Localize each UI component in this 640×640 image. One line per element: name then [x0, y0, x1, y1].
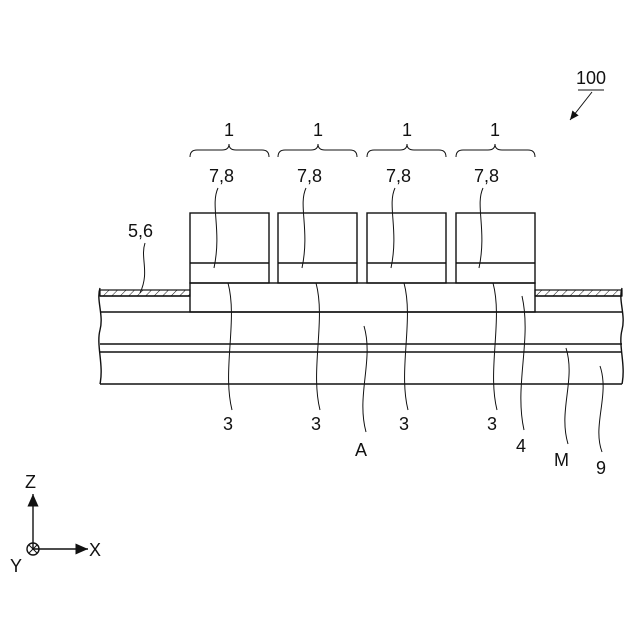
unit-block-3 [367, 213, 446, 283]
brace-4 [456, 144, 535, 157]
reference-arrow [570, 92, 592, 120]
label-3b: 3 [311, 414, 321, 434]
axis-label-x: X [89, 540, 101, 560]
hatched-layer-left [100, 290, 190, 296]
unit-sublabel-7-8a: 7,8 [209, 166, 234, 186]
leader-3d [493, 283, 497, 410]
leader-9 [599, 366, 603, 452]
unit-sublabel-7-8c: 7,8 [386, 166, 411, 186]
unit-label-1b: 1 [313, 120, 323, 140]
label-3a: 3 [223, 414, 233, 434]
brace-3 [367, 144, 446, 157]
label-3c: 3 [399, 414, 409, 434]
leader-M [565, 348, 569, 444]
substrate-right-break [621, 288, 623, 384]
unit-block-1 [190, 213, 269, 283]
unit-block-4 [456, 213, 535, 283]
unit-braces [190, 144, 535, 157]
brace-2 [278, 144, 357, 157]
leader-7-8a [214, 188, 218, 268]
hatched-layer-right [535, 290, 622, 296]
leader-3a [228, 283, 232, 410]
axis-label-y: Y [10, 556, 22, 576]
layer-label-5-6: 5,6 [128, 221, 153, 241]
unit-sublabel-7-8b: 7,8 [297, 166, 322, 186]
unit-block-2 [278, 213, 357, 283]
leader-3b [316, 283, 320, 410]
label-M: M [554, 450, 569, 470]
axis-label-z: Z [25, 472, 36, 492]
label-4: 4 [516, 436, 526, 456]
brace-1 [190, 144, 269, 157]
unit-sublabel-7-8d: 7,8 [474, 166, 499, 186]
leader-7-8b [302, 188, 306, 268]
leader-A [363, 326, 367, 432]
reference-label-100: 100 [576, 68, 606, 88]
coordinate-axes: Z X Y [10, 472, 101, 576]
leader-5-6 [140, 243, 145, 293]
unit-blocks [190, 213, 535, 283]
substrate-left-break [99, 288, 101, 384]
leader-4 [521, 296, 525, 430]
label-3d: 3 [487, 414, 497, 434]
label-A: A [355, 440, 367, 460]
unit-label-1d: 1 [490, 120, 500, 140]
layer-4 [190, 283, 535, 312]
unit-label-1a: 1 [224, 120, 234, 140]
unit-label-1c: 1 [402, 120, 412, 140]
leader-7-8d [479, 188, 483, 268]
label-9: 9 [596, 458, 606, 478]
leader-3c [404, 283, 408, 410]
leader-7-8c [391, 188, 395, 268]
